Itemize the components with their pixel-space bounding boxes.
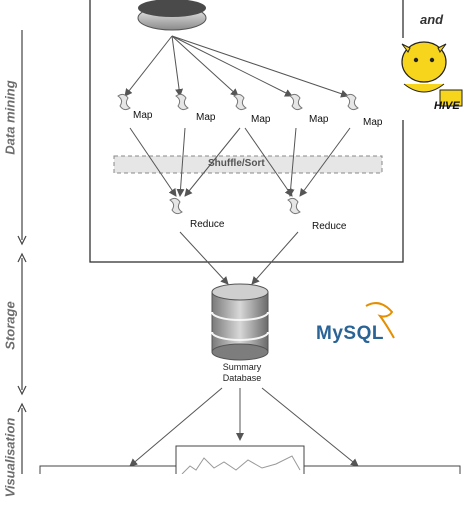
map-label: Map — [309, 114, 329, 125]
storage-to-visualisation-arrows — [129, 387, 359, 467]
map-to-reduce-arrows — [129, 127, 351, 197]
summary-database-icon — [211, 283, 269, 361]
mysql-logo-text: MySQL — [316, 323, 384, 344]
input-data-disk-icon — [137, 0, 207, 31]
stage-axis-storage — [17, 252, 27, 396]
map-label: Map — [133, 110, 153, 121]
stage-axis-visualisation — [17, 402, 27, 474]
reduce-node-icon — [169, 197, 301, 215]
mysql-dolphin-icon — [365, 302, 395, 339]
db-label-line2: Database — [222, 373, 262, 383]
stage-label-visualisation: Visualisation — [2, 417, 18, 498]
reduce-label: Reduce — [312, 221, 347, 232]
stage-label-data-mining: Data mining — [2, 80, 18, 155]
db-label-line1: Summary — [222, 362, 262, 372]
hive-logo-text: HIVE — [434, 100, 460, 112]
map-label: Map — [363, 117, 383, 128]
reduce-label: Reduce — [190, 219, 225, 230]
disk-to-map-arrows — [124, 35, 349, 98]
map-node-icon — [117, 93, 359, 111]
hive-logo — [390, 38, 474, 120]
shuffle-sort-bar — [113, 155, 383, 174]
stage-label-storage: Storage — [2, 301, 18, 350]
shuffle-sort-label: Shuffle/Sort — [208, 158, 265, 169]
summary-database-label: Summary Database — [202, 362, 282, 384]
reduce-to-storage-arrows — [179, 231, 299, 285]
stage-axis-data-mining — [17, 30, 27, 246]
pipeline-diagram — [17, 0, 474, 474]
map-label: Map — [196, 112, 216, 123]
and-text: and — [420, 12, 444, 27]
map-label: Map — [251, 114, 271, 125]
visualisation-panels — [39, 445, 461, 474]
